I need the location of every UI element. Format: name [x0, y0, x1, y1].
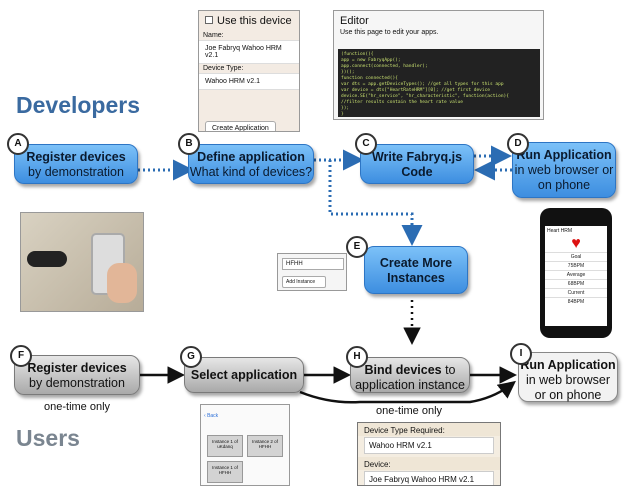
box-e-title: Create More: [379, 256, 453, 270]
users-title: Users: [16, 425, 80, 451]
list-item: Current: [545, 288, 607, 297]
badge-c: C: [355, 133, 377, 155]
badge-e: E: [346, 236, 368, 258]
code-editor[interactable]: (function(){ app = new FabryqApp(); app.…: [338, 49, 540, 117]
badge-a: A: [7, 133, 29, 155]
phone-app-header: Heart HRM: [547, 228, 573, 234]
device-type-label: Device Type:: [203, 65, 244, 72]
box-d-title: Run Application: [516, 148, 612, 162]
create-application-button[interactable]: Create Application: [205, 121, 276, 131]
code-line: var device = dts["HeartRateHRM"][0]; //g…: [341, 88, 491, 93]
register-devices-user-box: Register devices by demonstration: [14, 355, 140, 395]
developers-title: Developers: [16, 92, 141, 118]
phone-app-screenshot: Heart HRM ♥ Goal 75BPM Average 68BPM Cur…: [540, 208, 612, 338]
one-time-only-note-h: one-time only: [376, 405, 443, 417]
hrm-strap-icon: [27, 251, 67, 267]
code-line: device.SE("hr_service", "hr_characterist…: [341, 94, 509, 99]
arrow-b-to-e: [328, 160, 423, 246]
create-instance-screenshot: HFHH Add Instance: [277, 253, 347, 291]
box-e-subtitle: Instances: [387, 271, 445, 285]
code-line: })();: [341, 70, 355, 75]
box-g-title: Select application: [190, 368, 298, 382]
badge-d: D: [507, 133, 529, 155]
box-i-title: Run Application: [520, 358, 616, 372]
arrow-g-to-i-bypass: [299, 380, 516, 404]
badge-f: F: [10, 345, 32, 367]
code-line: function connected(){: [341, 76, 398, 81]
list-item: 84BPM: [545, 297, 607, 306]
create-instances-box: Create More Instances: [364, 246, 468, 294]
define-application-box: Define application What kind of devices?: [188, 144, 314, 184]
box-h-subtitle: application instance: [355, 378, 465, 392]
badge-b: B: [178, 133, 200, 155]
code-line: //filter results contain the heart rate …: [341, 100, 463, 105]
editor-title: Editor: [340, 15, 369, 27]
box-c-subtitle: Code: [401, 165, 433, 179]
box-b-subtitle: What kind of devices?: [189, 165, 313, 179]
back-label: Back: [207, 413, 219, 419]
box-h-title-suffix: to: [441, 363, 456, 377]
box-c-title: Write Fabryq.js: [371, 150, 463, 164]
write-code-box: Write Fabryq.js Code: [360, 144, 474, 184]
editor-screenshot: Editor Use this page to edit your apps. …: [333, 10, 544, 120]
one-time-only-note-f: one-time only: [44, 401, 111, 413]
device-type-field[interactable]: Wahoo HRM v2.1: [199, 73, 299, 90]
list-item: Average: [545, 270, 607, 279]
bind-devices-screenshot: Device Type Required: Wahoo HRM v2.1 Dev…: [357, 422, 501, 486]
editor-subtitle: Use this page to edit your apps.: [340, 29, 439, 36]
code-line: }: [341, 112, 344, 117]
register-devices-dev-box: Register devices by demonstration: [14, 144, 138, 184]
code-line: app = new FabryqApp();: [341, 58, 401, 63]
device-select[interactable]: Joe Fabryq Wahoo HRM v2.1: [364, 471, 494, 485]
name-label: Name:: [203, 32, 224, 39]
instance-tile[interactable]: Instance 1 of HFHH: [207, 461, 243, 483]
add-instance-button[interactable]: Add Instance: [282, 276, 326, 288]
device-type-required-value: Wahoo HRM v2.1: [364, 437, 494, 454]
box-a-title: Register devices: [26, 150, 126, 164]
instance-tile[interactable]: Instance 1 of uKdanq: [207, 435, 243, 457]
list-item: 75BPM: [545, 261, 607, 270]
device-label: Device:: [358, 457, 500, 470]
hand-icon: [107, 263, 137, 303]
checkbox-icon[interactable]: [205, 16, 213, 24]
badge-i: I: [510, 343, 532, 365]
run-application-user-box: Run Application in web browser or on pho…: [518, 352, 618, 402]
badge-g: G: [180, 346, 202, 368]
box-f-title: Register devices: [27, 361, 127, 375]
box-i-subtitle: in web browser or on phone: [525, 373, 611, 402]
bind-devices-box: Bind devices to application instance: [350, 357, 470, 393]
code-line: var dts = app.getDeviceTypes(); //get al…: [341, 82, 504, 87]
device-type-required-label: Device Type Required:: [358, 423, 500, 436]
instance-name-input[interactable]: HFHH: [282, 258, 344, 270]
box-b-title: Define application: [197, 150, 305, 164]
heart-icon: ♥: [571, 235, 581, 252]
use-device-label: Use this device: [217, 15, 292, 27]
back-link[interactable]: ‹ Back: [204, 413, 219, 419]
run-application-dev-box: Run Application in web browser or on pho…: [512, 142, 616, 198]
list-item: Goal: [545, 252, 607, 261]
code-line: (function(){: [341, 52, 374, 57]
box-h-title: Bind devices: [364, 363, 442, 377]
box-d-subtitle: in web browser or on phone: [514, 163, 614, 192]
code-line: });: [341, 106, 350, 111]
name-field[interactable]: Joe Fabryq Wahoo HRM v2.1: [199, 40, 299, 64]
select-application-box: Select application: [184, 357, 304, 393]
instance-tile[interactable]: Instance 2 of HFHH: [247, 435, 283, 457]
list-item: 68BPM: [545, 279, 607, 288]
demonstration-photo: [20, 212, 144, 312]
code-line: app.connect(connected, handler);: [341, 64, 428, 69]
badge-h: H: [346, 346, 368, 368]
select-application-screenshot: ‹ Back Instance 1 of uKdanq Instance 2 o…: [200, 404, 290, 486]
box-a-subtitle: by demonstration: [28, 165, 124, 179]
device-registration-screenshot: Use this device Name: Joe Fabryq Wahoo H…: [198, 10, 300, 132]
box-f-subtitle: by demonstration: [29, 376, 125, 390]
